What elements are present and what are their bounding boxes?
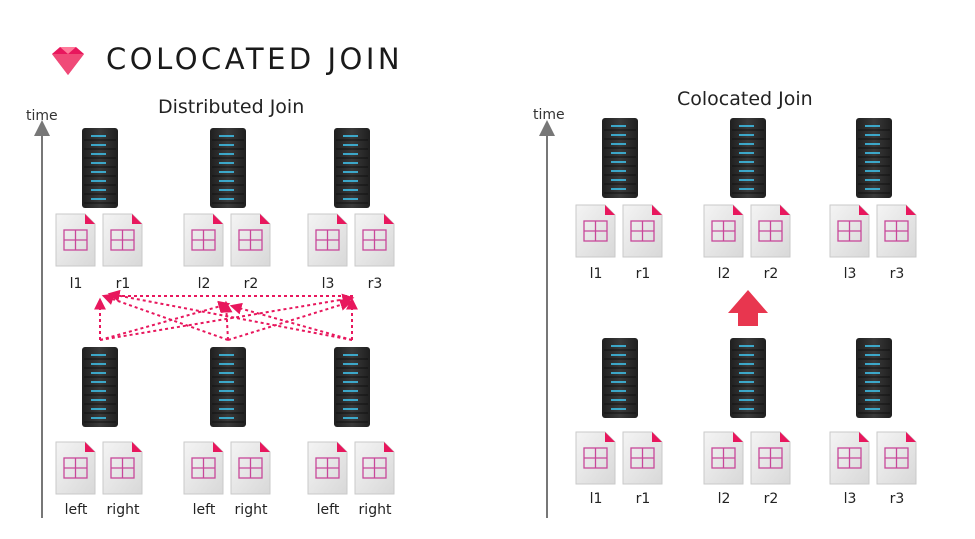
left-bottom-3-right-label: right <box>359 502 392 518</box>
left-top-2-right-label: r2 <box>244 276 259 292</box>
right-top-3-left-label: l3 <box>844 266 857 282</box>
left-top-2-left-doc-icon <box>183 213 224 267</box>
left-top-2-right-doc-icon <box>230 213 271 267</box>
right-top-1-left-label: l1 <box>590 266 603 282</box>
left-top-3-left-doc-icon <box>307 213 348 267</box>
right-top-3-right-doc-icon <box>876 204 917 258</box>
right-bottom-1-right-doc-icon <box>622 431 663 485</box>
right-top-1-left-doc-icon <box>575 204 616 258</box>
left-bottom-2-right-label: right <box>235 502 268 518</box>
right-bottom-3-right-label: r3 <box>890 491 905 507</box>
right-top-3-right-label: r3 <box>890 266 905 282</box>
left-bottom-2-right-doc-icon <box>230 441 271 495</box>
left-bottom-1-left-doc-icon <box>55 441 96 495</box>
left-top-1-right-doc-icon <box>102 213 143 267</box>
right-top-1-server-icon <box>602 118 638 198</box>
right-top-2-right-doc-icon <box>750 204 791 258</box>
left-top-2-server-icon <box>210 128 246 208</box>
left-top-1-right-label: r1 <box>116 276 131 292</box>
page-title: COLOCATED JOIN <box>106 42 404 76</box>
left-bottom-3-server-icon <box>334 347 370 427</box>
left-bottom-1-right-doc-icon <box>102 441 143 495</box>
right-bottom-3-left-doc-icon <box>829 431 870 485</box>
left-top-3-right-doc-icon <box>354 213 395 267</box>
colocated-join-title: Colocated Join <box>677 88 813 110</box>
gem-logo-icon <box>52 47 84 75</box>
right-top-2-server-icon <box>730 118 766 198</box>
left-bottom-3-left-doc-icon <box>307 441 348 495</box>
right-top-2-left-label: l2 <box>718 266 731 282</box>
left-top-1-left-doc-icon <box>55 213 96 267</box>
left-bottom-1-server-icon <box>82 347 118 427</box>
right-bottom-2-left-label: l2 <box>718 491 731 507</box>
shuffle-arrows <box>94 289 358 341</box>
distributed-join-title: Distributed Join <box>158 96 305 118</box>
right-bottom-2-right-doc-icon <box>750 431 791 485</box>
right-bottom-1-server-icon <box>602 338 638 418</box>
right-top-1-right-label: r1 <box>636 266 651 282</box>
right-bottom-1-left-label: l1 <box>590 491 603 507</box>
right-bottom-1-left-doc-icon <box>575 431 616 485</box>
right-bottom-1-right-label: r1 <box>636 491 651 507</box>
right-top-2-left-doc-icon <box>703 204 744 258</box>
up-arrow-icon <box>728 290 768 326</box>
left-top-3-server-icon <box>334 128 370 208</box>
right-time-axis-label: time <box>533 107 565 123</box>
left-bottom-3-left-label: left <box>317 502 340 518</box>
right-bottom-2-right-label: r2 <box>764 491 779 507</box>
left-bottom-2-server-icon <box>210 347 246 427</box>
left-bottom-3-right-doc-icon <box>354 441 395 495</box>
right-bottom-2-server-icon <box>730 338 766 418</box>
right-bottom-3-server-icon <box>856 338 892 418</box>
right-top-2-right-label: r2 <box>764 266 779 282</box>
right-top-3-server-icon <box>856 118 892 198</box>
right-top-1-right-doc-icon <box>622 204 663 258</box>
left-bottom-2-left-label: left <box>193 502 216 518</box>
right-top-3-left-doc-icon <box>829 204 870 258</box>
right-bottom-3-right-doc-icon <box>876 431 917 485</box>
right-bottom-2-left-doc-icon <box>703 431 744 485</box>
left-top-1-server-icon <box>82 128 118 208</box>
left-bottom-1-left-label: left <box>65 502 88 518</box>
left-top-3-right-label: r3 <box>368 276 383 292</box>
right-bottom-3-left-label: l3 <box>844 491 857 507</box>
left-top-2-left-label: l2 <box>198 276 211 292</box>
left-bottom-2-left-doc-icon <box>183 441 224 495</box>
left-bottom-1-right-label: right <box>107 502 140 518</box>
left-top-3-left-label: l3 <box>322 276 335 292</box>
left-top-1-left-label: l1 <box>70 276 83 292</box>
